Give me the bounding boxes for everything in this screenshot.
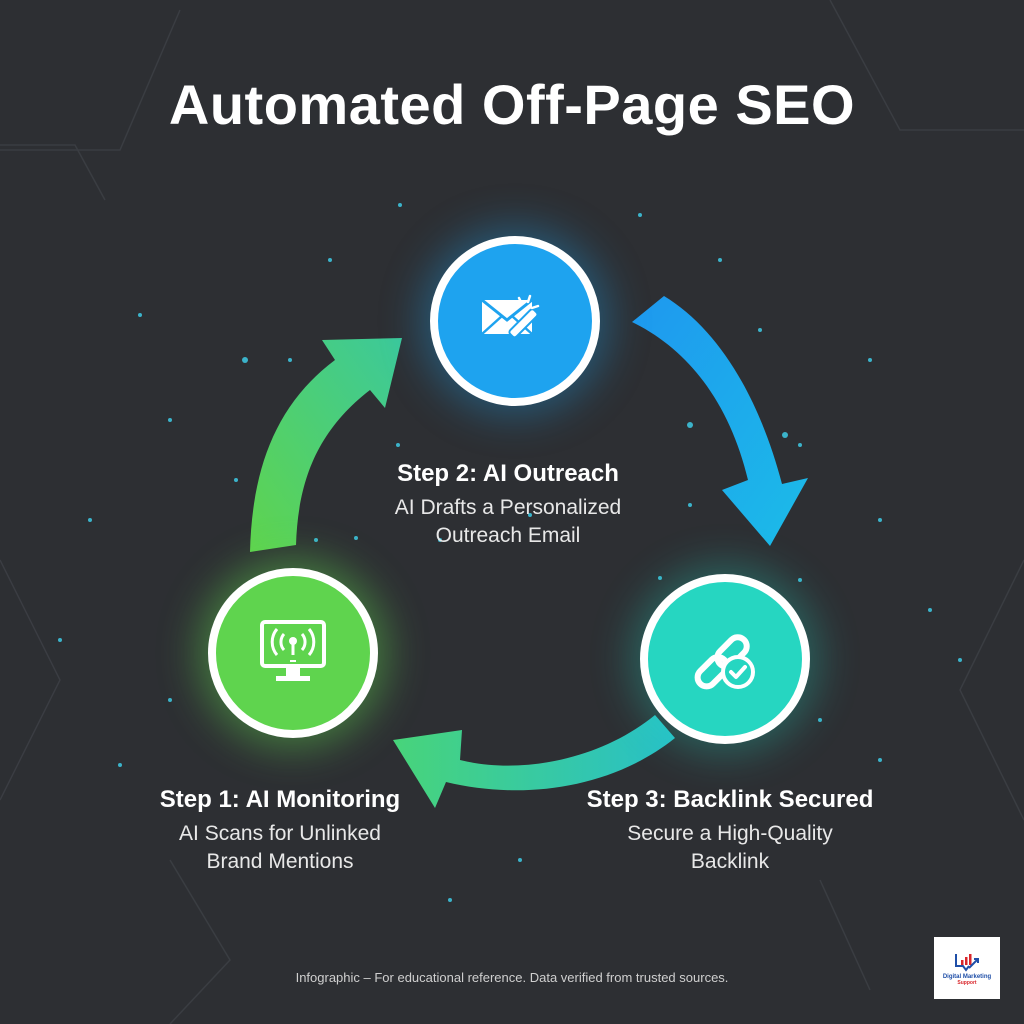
step-1-description: AI Scans for Unlinked Brand Mentions [130,820,430,876]
step-2-description-line2: Outreach Email [435,524,581,547]
step-1-label: Step 1: AI Monitoring AI Scans for Unlin… [130,786,430,876]
step-3-description-line1: Secure a High-Quality [627,822,833,845]
chart-speech-bubble-icon [955,954,979,972]
page-title: Automated Off-Page SEO [168,73,856,136]
step-3-label: Step 3: Backlink Secured Secure a High-Q… [560,786,900,876]
step-3-description-line2: Backlink [690,850,770,873]
logo-line1: Digital Marketing [942,974,992,980]
monitor-broadcast-icon [260,620,326,681]
link-check-icon [694,634,755,690]
step-1-description-line2: Brand Mentions [206,850,354,873]
step-3-description: Secure a High-Quality Backlink [560,820,900,876]
step-2-description: AI Drafts a Personalized Outreach Email [358,494,658,550]
footer-disclaimer: Infographic – For educational reference.… [295,970,729,985]
step-1-node [208,568,378,738]
step-2-title: Step 2: AI Outreach [397,460,619,487]
step-3-node [640,574,810,744]
step-2-description-line1: AI Drafts a Personalized [394,496,622,519]
step-2-label: Step 2: AI Outreach AI Drafts a Personal… [358,460,658,550]
arrow-step3-to-step1 [393,715,675,808]
arrow-step2-to-step3 [632,296,808,546]
step-1-description-line1: AI Scans for Unlinked [179,822,381,845]
arrow-step1-to-step2 [250,338,402,552]
step-1-title: Step 1: AI Monitoring [159,786,401,813]
step-2-node [430,236,600,406]
envelope-magic-wand-icon [481,294,540,339]
logo-line2: Support [957,980,977,986]
brand-logo: Digital Marketing Support [934,937,1000,999]
step-3-title: Step 3: Backlink Secured [586,786,874,813]
